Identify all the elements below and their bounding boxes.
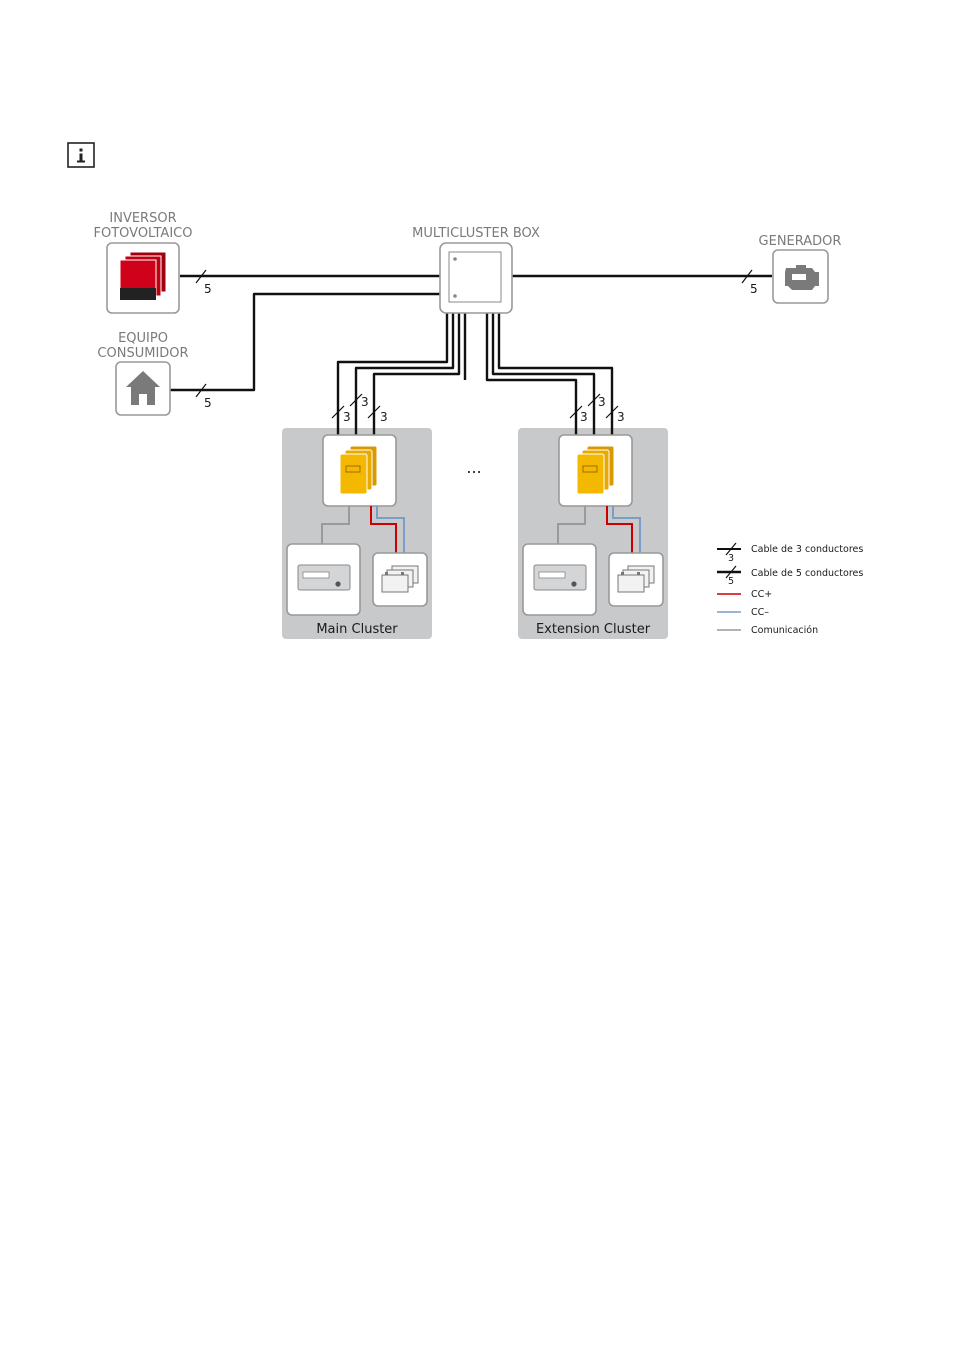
generator-conductor-count: 5 (750, 282, 758, 296)
legend-dc-minus: CC– (717, 607, 769, 618)
load-label-1: EQUIPO (118, 331, 168, 346)
main-conductor-count-c: 3 (380, 410, 388, 424)
ext-conductor-count-b: 3 (598, 395, 606, 409)
extension-controller (522, 543, 597, 616)
house-icon (115, 361, 171, 416)
legend-5-text: Cable de 5 conductores (751, 568, 863, 579)
legend-3-text: Cable de 3 conductores (751, 544, 863, 555)
main-controller (286, 543, 361, 616)
pv-inverter-label-2: FOTOVOLTAICO (94, 226, 193, 241)
main-conductor-count-a: 3 (343, 410, 351, 424)
ext-conductor-count-c: 3 (617, 410, 625, 424)
legend: 3 Cable de 3 conductores 5 Cable de 5 co… (717, 542, 863, 636)
main-conductor-count-b: 3 (361, 395, 369, 409)
extension-cluster-label: Extension Cluster (536, 622, 651, 637)
legend-dc-plus: CC+ (717, 589, 772, 600)
legend-dc-minus-text: CC– (751, 607, 769, 618)
ac-cables (170, 274, 772, 435)
extension-dc-cables (557, 506, 641, 553)
main-battery-stack (372, 552, 428, 607)
legend-3-conductor: 3 Cable de 3 conductores (717, 542, 863, 564)
load-conductor-count: 5 (204, 396, 212, 410)
legend-3-num: 3 (728, 553, 734, 564)
generator-label: GENERADOR (759, 234, 842, 249)
multicluster-label: MULTICLUSTER BOX (412, 226, 540, 241)
legend-dc-plus-text: CC+ (751, 589, 772, 600)
cluster-ellipsis: ... (466, 458, 481, 477)
engine-icon (772, 249, 829, 304)
extension-battery-stack (608, 552, 664, 607)
pv-inverter-icon (106, 242, 180, 314)
conductor-markers (195, 269, 753, 419)
ext-conductor-count-a: 3 (580, 410, 588, 424)
main-dc-cables (321, 506, 405, 553)
legend-5-num: 5 (728, 576, 734, 587)
load-label-2: CONSUMIDOR (97, 346, 188, 361)
pv-conductor-count: 5 (204, 282, 212, 296)
multicluster-box-icon (439, 242, 513, 314)
legend-5-conductor: 5 Cable de 5 conductores (717, 565, 863, 587)
extension-inverter-stack (558, 434, 633, 507)
info-icon (67, 142, 95, 168)
legend-communication: Comunicación (717, 625, 818, 636)
legend-communication-text: Comunicación (751, 625, 818, 636)
main-inverter-stack (322, 434, 397, 507)
main-cluster-label: Main Cluster (316, 622, 398, 637)
pv-inverter-label-1: INVERSOR (109, 211, 176, 226)
